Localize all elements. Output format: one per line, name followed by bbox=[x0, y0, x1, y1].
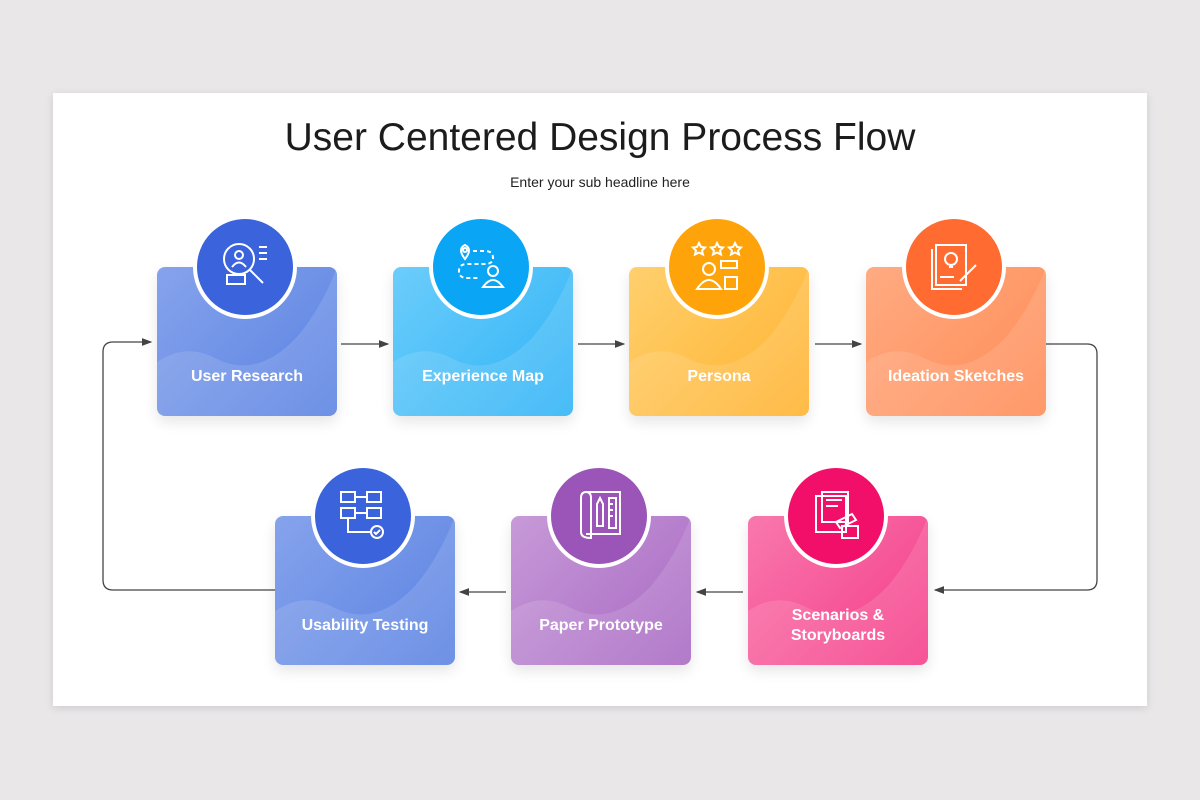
step-label: Scenarios & Storyboards bbox=[748, 606, 928, 646]
step-label: User Research bbox=[190, 368, 304, 385]
step-label: Paper Prototype bbox=[539, 617, 663, 634]
storyboard-folder-icon bbox=[815, 491, 859, 539]
step-card-usability-testing[interactable]: Usability Testing bbox=[275, 516, 455, 665]
step-card-paper-prototype[interactable]: Paper Prototype bbox=[511, 516, 691, 665]
wave-decoration bbox=[157, 267, 337, 416]
flowchart-check-icon bbox=[340, 491, 384, 539]
step-icon-circle bbox=[311, 464, 415, 568]
step-label: Ideation Sketches bbox=[887, 368, 1025, 385]
wave-decoration bbox=[748, 516, 928, 665]
step-label: Persona bbox=[687, 368, 751, 385]
wave-decoration bbox=[866, 267, 1046, 416]
step-icon-circle bbox=[665, 215, 769, 319]
blueprint-pencil-ruler-icon bbox=[580, 490, 621, 540]
wave-decoration bbox=[275, 516, 455, 665]
step-icon-circle bbox=[902, 215, 1006, 319]
step-label-line-2: Storyboards bbox=[790, 627, 886, 644]
step-card-ideation-sketches[interactable]: Ideation Sketches bbox=[866, 267, 1046, 416]
step-label-line-1: Scenarios & bbox=[791, 607, 885, 624]
step-icon-circle bbox=[429, 215, 533, 319]
page-title: User Centered Design Process Flow bbox=[284, 116, 916, 159]
step-icon-circle bbox=[784, 464, 888, 568]
persona-rating-icon bbox=[690, 240, 744, 290]
user-search-icon bbox=[223, 243, 267, 285]
step-icon-circle bbox=[547, 464, 651, 568]
wave-decoration bbox=[511, 516, 691, 665]
wave-decoration bbox=[629, 267, 809, 416]
step-label: Usability Testing bbox=[301, 617, 429, 634]
idea-sketch-icon bbox=[931, 244, 977, 290]
wave-decoration bbox=[393, 267, 573, 416]
step-icon-circle bbox=[193, 215, 297, 319]
page-subtitle: Enter your sub headline here bbox=[510, 174, 690, 190]
step-label: Experience Map bbox=[422, 368, 544, 385]
journey-map-icon bbox=[457, 243, 505, 288]
